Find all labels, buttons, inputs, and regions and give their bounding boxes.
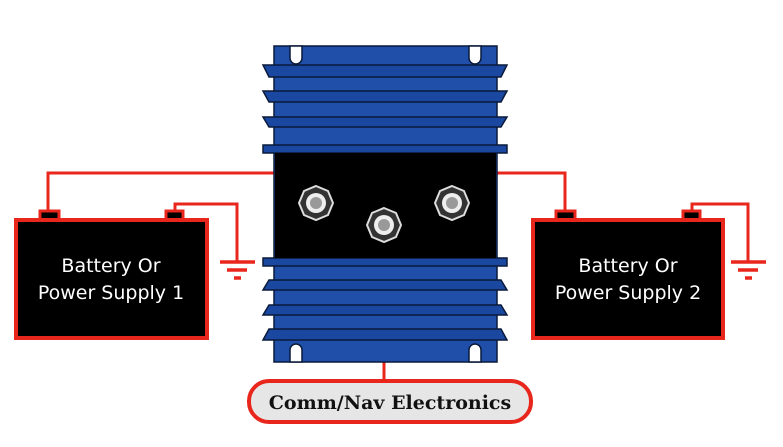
battery-2: Battery Or Power Supply 2	[531, 209, 725, 340]
battery-1-label-line1: Battery Or	[61, 255, 160, 277]
terminal-center	[365, 206, 403, 244]
battery-2-label-line1: Battery Or	[578, 255, 677, 277]
terminal-right	[433, 184, 471, 222]
battery-1-label-line2: Power Supply 1	[38, 282, 184, 304]
wire-battery1-ground	[173, 202, 239, 262]
output-label-pill: Comm/Nav Electronics	[247, 379, 533, 424]
output-label: Comm/Nav Electronics	[269, 392, 511, 414]
ground-icon	[220, 260, 255, 280]
battery-1: Battery Or Power Supply 1	[14, 209, 209, 340]
battery-2-label-line2: Power Supply 2	[555, 282, 701, 304]
terminal-left	[297, 184, 335, 222]
heatsink-fins	[261, 64, 509, 341]
ground-icon	[731, 260, 766, 280]
wire-battery2-ground	[690, 202, 750, 262]
